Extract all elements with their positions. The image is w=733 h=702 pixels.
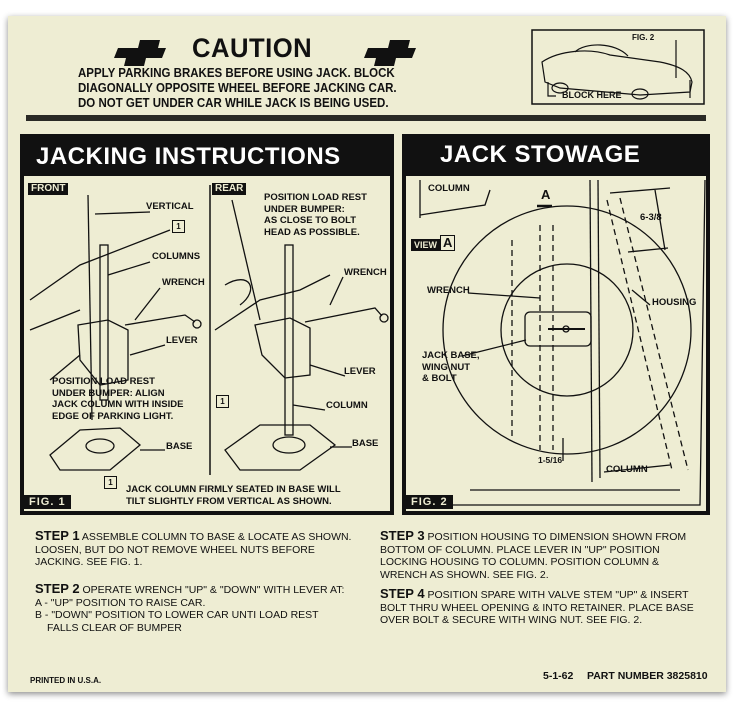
note-line: WING NUT bbox=[422, 361, 471, 373]
part-number: PART NUMBER 3825810 bbox=[587, 670, 708, 682]
note-line: POSITION LOAD REST bbox=[52, 376, 155, 387]
step-3: STEP 3 POSITION HOUSING TO DIMENSION SHO… bbox=[380, 528, 705, 581]
step-item: B - "DOWN" POSITION TO LOWER CAR UNTI LO… bbox=[35, 609, 319, 621]
label-column-top: COLUMN bbox=[428, 183, 470, 194]
label-wrench: WRENCH bbox=[162, 277, 205, 288]
view-a-label: VIEW A bbox=[411, 235, 456, 251]
step-item: A - "UP" POSITION TO RAISE CAR. bbox=[35, 596, 206, 609]
callout-box: 1 bbox=[104, 476, 117, 489]
warning-line: DO NOT GET UNDER CAR WHILE JACK IS BEING… bbox=[78, 96, 389, 110]
fig2-drawing bbox=[419, 179, 706, 506]
label-rear-column: COLUMN bbox=[326, 400, 368, 411]
warning-line: DIAGONALLY OPPOSITE WHEEL BEFORE JACKING… bbox=[78, 81, 397, 95]
label-base: BASE bbox=[166, 441, 193, 452]
stowage-title: JACK STOWAGE bbox=[440, 141, 641, 168]
step-label: STEP 1 bbox=[35, 528, 80, 543]
dim-1-5-16: 1-5/16 bbox=[538, 455, 563, 465]
label-housing: HOUSING bbox=[652, 297, 697, 308]
bowtie-logo-right bbox=[364, 40, 416, 66]
label-columns: COLUMNS bbox=[152, 251, 201, 262]
note-line: & BOLT bbox=[422, 373, 457, 384]
label-wrench: WRENCH bbox=[427, 285, 470, 296]
warning-line: APPLY PARKING BRAKES BEFORE USING JACK. … bbox=[78, 66, 395, 80]
inset-fig-label: FIG. 2 bbox=[632, 33, 655, 42]
view-letter: A bbox=[440, 235, 456, 251]
view-word: VIEW bbox=[411, 239, 441, 251]
note-line: AS CLOSE TO BOLT bbox=[264, 215, 357, 226]
callout-box: 1 bbox=[216, 395, 229, 408]
fig2-label: FIG. 2 bbox=[406, 495, 453, 509]
rear-note: POSITION LOAD REST UNDER BUMPER: AS CLOS… bbox=[264, 192, 367, 238]
printed-in-usa: PRINTED IN U.S.A. bbox=[30, 676, 102, 685]
inset-block-label: BLOCK HERE bbox=[562, 90, 622, 100]
label-vertical: VERTICAL bbox=[146, 201, 194, 212]
fig1-drawing bbox=[29, 194, 389, 471]
note-line: JACK BASE, bbox=[422, 350, 480, 361]
step-text: OPERATE WRENCH "UP" & "DOWN" WITH LEVER … bbox=[82, 584, 345, 596]
rear-tag: REAR bbox=[212, 183, 247, 195]
label-rear-lever: LEVER bbox=[344, 366, 376, 377]
note-line: TILT SLIGHTLY FROM VERTICAL AS SHOWN. bbox=[126, 495, 332, 507]
note-line: POSITION LOAD REST bbox=[264, 192, 367, 203]
note-line: EDGE OF PARKING LIGHT. bbox=[52, 410, 174, 422]
footnote: JACK COLUMN FIRMLY SEATED IN BASE WILL T… bbox=[126, 484, 341, 507]
print-date: 5-1-62 bbox=[543, 670, 574, 682]
front-note: POSITION LOAD REST UNDER BUMPER: ALIGN J… bbox=[52, 376, 183, 422]
callout-box: 1 bbox=[172, 220, 185, 233]
dim-6-3-8: 6-3/8 bbox=[640, 212, 662, 223]
jacking-title: JACKING INSTRUCTIONS bbox=[36, 143, 341, 170]
label-rear-base: BASE bbox=[352, 438, 379, 449]
label-lever: LEVER bbox=[166, 335, 198, 346]
view-marker: A bbox=[541, 187, 551, 202]
note-line: HEAD AS POSSIBLE. bbox=[264, 226, 360, 238]
step-label: STEP 3 bbox=[380, 528, 425, 543]
step-text: ASSEMBLE COLUMN TO BASE & LOCATE AS SHOW… bbox=[35, 531, 352, 568]
label-column-bottom: COLUMN bbox=[606, 464, 648, 475]
label-jack-base: JACK BASE, WING NUT & BOLT bbox=[422, 350, 480, 385]
note-line: UNDER BUMPER: bbox=[264, 203, 345, 215]
caution-title: CAUTION bbox=[192, 33, 313, 63]
fig1-label: FIG. 1 bbox=[24, 495, 71, 509]
car-sketch bbox=[541, 40, 693, 100]
step-4: STEP 4 POSITION SPARE WITH VALVE STEM "U… bbox=[380, 586, 695, 627]
bowtie-logo-left bbox=[114, 40, 166, 66]
step-item: FALLS CLEAR OF BUMPER bbox=[47, 621, 182, 634]
step-text: POSITION SPARE WITH VALVE STEM "UP" & IN… bbox=[380, 589, 694, 626]
note-line: JACK COLUMN FIRMLY SEATED IN BASE WILL bbox=[126, 484, 341, 495]
bowtie-logos bbox=[114, 40, 416, 66]
step-2: STEP 2 OPERATE WRENCH "UP" & "DOWN" WITH… bbox=[35, 581, 355, 634]
front-tag: FRONT bbox=[28, 183, 69, 195]
inset-frame bbox=[531, 29, 705, 105]
step-label: STEP 2 bbox=[35, 581, 80, 596]
step-1: STEP 1 ASSEMBLE COLUMN TO BASE & LOCATE … bbox=[35, 528, 355, 569]
note-line: UNDER BUMPER: ALIGN bbox=[52, 387, 165, 399]
note-line: JACK COLUMN WITH INSIDE bbox=[52, 399, 184, 410]
divider-rule bbox=[26, 115, 706, 121]
label-rear-wrench: WRENCH bbox=[344, 267, 387, 278]
step-text: POSITION HOUSING TO DIMENSION SHOWN FROM… bbox=[380, 531, 687, 581]
step-label: STEP 4 bbox=[380, 586, 425, 601]
